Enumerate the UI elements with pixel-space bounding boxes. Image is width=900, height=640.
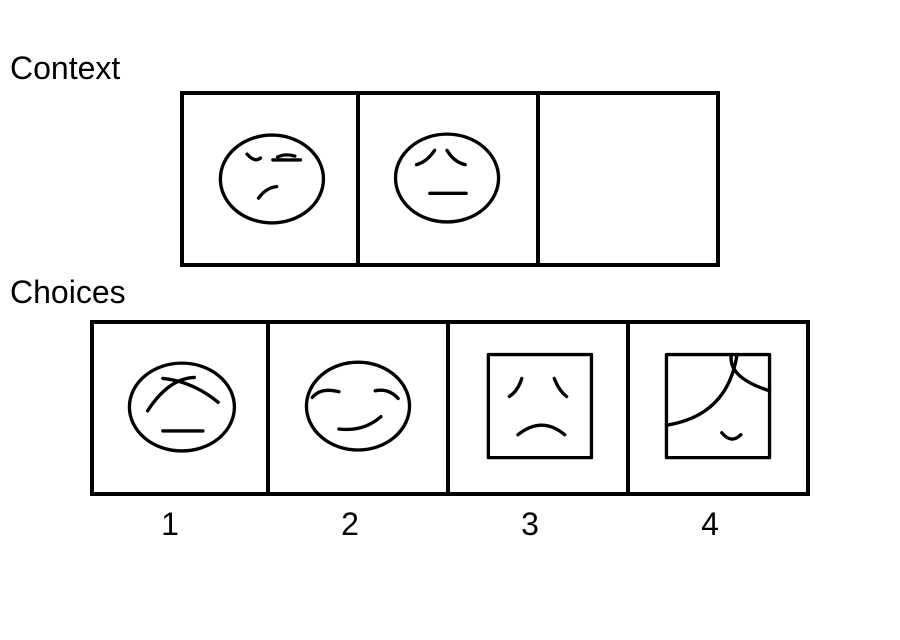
context-panel-2 bbox=[356, 91, 540, 267]
sad-eyebrows-face-icon bbox=[393, 132, 501, 224]
choice-option-4[interactable] bbox=[626, 320, 810, 496]
frowning-face-icon bbox=[218, 133, 326, 225]
square-arcs-face-icon bbox=[664, 352, 772, 460]
context-panel-3-empty bbox=[536, 91, 720, 267]
smiling-face-icon bbox=[304, 360, 412, 452]
choice-option-2[interactable] bbox=[266, 320, 450, 496]
sad-square-face-icon bbox=[486, 352, 594, 460]
choice-number-1: 1 bbox=[161, 506, 179, 542]
context-row bbox=[180, 91, 720, 267]
choice-number-3: 3 bbox=[521, 506, 539, 542]
choice-option-3[interactable] bbox=[446, 320, 630, 496]
crossed-eyes-face-icon bbox=[127, 361, 237, 453]
context-label: Context bbox=[10, 50, 121, 86]
choice-number-2: 2 bbox=[341, 506, 359, 542]
context-panel-1 bbox=[180, 91, 360, 267]
choice-number-4: 4 bbox=[701, 506, 719, 542]
choices-label: Choices bbox=[10, 274, 126, 310]
choice-option-1[interactable] bbox=[90, 320, 270, 496]
choices-row bbox=[90, 320, 810, 496]
